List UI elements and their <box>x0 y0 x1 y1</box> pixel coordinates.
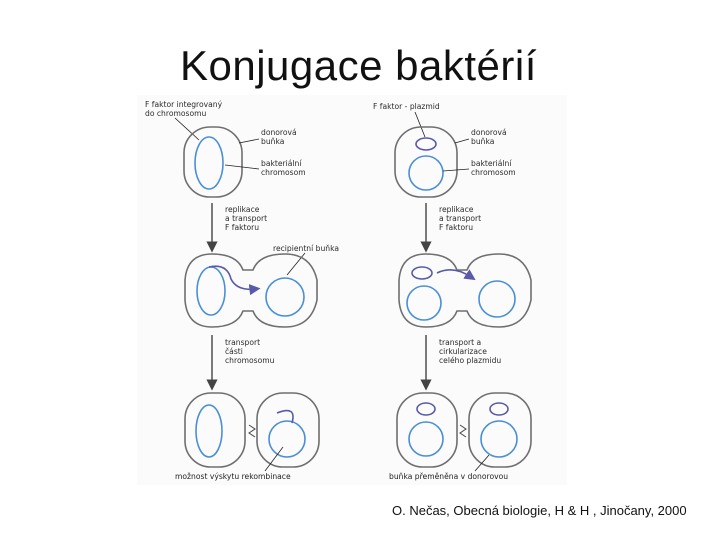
left-donor-label-1: donorová <box>261 128 297 137</box>
figure-background <box>137 95 567 485</box>
source-caption: O. Nečas, Obecná biologie, H & H , Jinoč… <box>392 503 687 518</box>
left-recipient-chromosome <box>265 277 305 317</box>
right-break-mark <box>459 424 467 438</box>
right-bottom-label: buňka přeměněna v donorovou <box>389 472 508 481</box>
left-step1-label-3: F faktoru <box>225 223 259 232</box>
right-chromosome-row3-donor <box>408 421 444 457</box>
left-top-leader <box>174 117 200 141</box>
left-step2-label-1: transport <box>225 338 260 347</box>
left-recipient-label: recipientní buňka <box>273 244 339 253</box>
right-bacterial-chromosome <box>408 155 444 191</box>
right-plasmid-row3-donor <box>416 402 436 416</box>
right-step1-label-2: a transport <box>439 214 481 223</box>
right-plasmid-transfer <box>436 269 476 281</box>
right-donor-label-2: buňka <box>471 137 494 146</box>
left-chrom-label-2: chromosom <box>261 168 306 177</box>
left-transferred-fragment <box>276 409 294 424</box>
right-donor-leader <box>454 138 470 144</box>
right-mating-pair <box>398 253 532 328</box>
left-recipient-cell-row3 <box>256 392 320 468</box>
right-plasmid-row2 <box>411 266 433 280</box>
right-donor-cell-row3 <box>396 392 458 468</box>
right-chromosome-row3-recipient <box>480 420 518 458</box>
left-step1-label-2: a transport <box>225 214 267 223</box>
right-donor-label-1: donorová <box>471 128 507 137</box>
right-top-leader <box>414 111 426 138</box>
right-plasmid-row3-recipient <box>489 402 509 416</box>
left-transfer-strand <box>208 265 261 296</box>
right-bottom-leader <box>474 454 490 472</box>
conjugation-figure: F faktor integrovaný do chromosomu donor… <box>137 95 567 485</box>
left-break-mark <box>248 424 256 438</box>
left-step2-label-2: části <box>225 347 243 356</box>
right-step2-label-3: celého plazmidu <box>439 356 501 365</box>
right-step2-label-2: cirkularizace <box>439 347 487 356</box>
left-bacterial-chromosome <box>194 136 224 190</box>
left-bottom-leader <box>264 446 284 472</box>
left-chromosome-row3 <box>195 404 223 458</box>
right-step1-label-1: replikace <box>439 205 474 214</box>
left-step2-label-3: chromosomu <box>225 356 275 365</box>
right-chrom-label-2: chromosom <box>471 168 516 177</box>
right-top-label: F faktor - plazmid <box>373 102 440 111</box>
left-chrom-label-1: bakteriální <box>261 159 302 168</box>
left-mating-pair <box>184 253 318 328</box>
left-chrom-leader <box>224 164 260 170</box>
left-top-label-2: do chromosomu <box>145 109 207 118</box>
right-step2-label-1: transport a <box>439 338 481 347</box>
conjugation-diagram: F faktor integrovaný do chromosomu donor… <box>137 95 567 485</box>
right-plasmid <box>415 137 437 151</box>
right-chrom-label-1: bakteriální <box>471 159 512 168</box>
left-donor-leader <box>238 138 260 144</box>
right-recipient-chromosome <box>478 280 516 318</box>
left-donor-cell <box>183 126 243 198</box>
right-chromosome-row2 <box>406 285 442 321</box>
right-step1-label-3: F faktoru <box>439 223 473 232</box>
right-donor-cell <box>394 126 458 198</box>
left-recipient-chromosome-row3 <box>268 420 306 458</box>
right-chrom-leader <box>442 168 470 172</box>
left-recipient-leader <box>286 252 306 276</box>
right-recipient-cell-row3 <box>468 392 532 468</box>
left-donor-label-2: buňka <box>261 137 284 146</box>
slide-title: Konjugace baktérií <box>180 42 537 89</box>
left-step1-label-1: replikace <box>225 205 260 214</box>
left-top-label-1: F faktor integrovaný <box>145 100 223 109</box>
left-donor-cell-row3 <box>184 392 246 468</box>
left-bottom-label: možnost výskytu rekombinace <box>175 472 291 481</box>
